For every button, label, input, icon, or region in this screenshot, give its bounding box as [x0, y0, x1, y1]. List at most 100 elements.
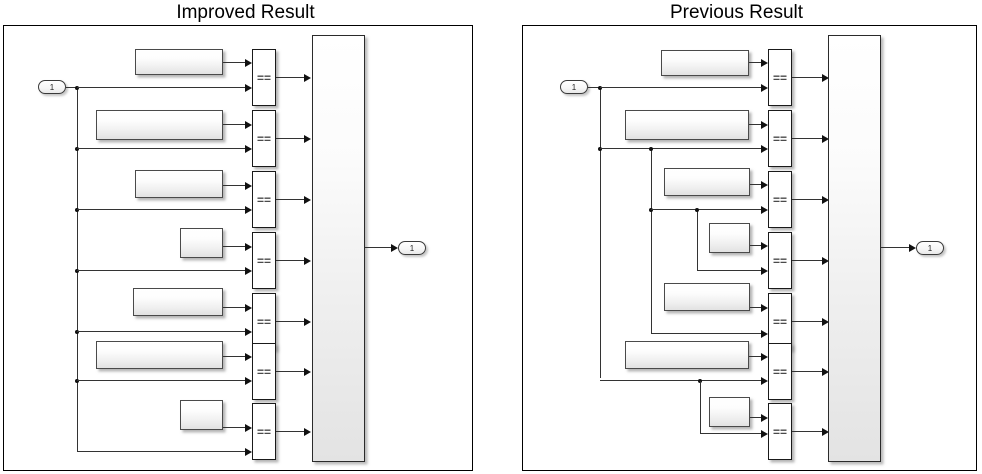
wire-block-to-compare — [223, 427, 245, 428]
panel-improved-result: Improved Result 1 — [3, 2, 473, 471]
signal-bus-a — [600, 88, 601, 378]
junction-dot-icon — [649, 147, 653, 151]
compare-block[interactable]: == — [252, 232, 276, 289]
compare-block[interactable]: == — [252, 110, 276, 167]
wire-compare-to-mux — [276, 431, 304, 432]
junction-dot-icon — [75, 208, 79, 212]
wire-bus-tap-6 — [77, 380, 245, 381]
wire-bus-tap-3 — [77, 209, 245, 210]
wire-block-to-compare — [223, 307, 245, 308]
wire-input-to-bus — [588, 87, 600, 88]
source-block[interactable] — [625, 110, 749, 140]
arrow-icon — [304, 257, 311, 265]
arrow-icon — [245, 424, 252, 432]
compare-block[interactable]: == — [768, 343, 792, 400]
arrow-icon — [822, 428, 829, 436]
wire-compare-to-mux — [792, 321, 822, 322]
output-port-1[interactable]: 1 — [398, 241, 426, 255]
arrow-icon — [761, 181, 768, 189]
compare-block[interactable]: == — [252, 293, 276, 350]
arrow-icon — [245, 377, 252, 385]
source-block[interactable] — [709, 397, 750, 427]
arrow-icon — [761, 84, 768, 92]
wire-block-to-compare — [223, 62, 245, 63]
junction-dot-icon — [75, 147, 79, 151]
source-block[interactable] — [709, 223, 750, 253]
arrow-icon — [761, 414, 768, 422]
source-block[interactable] — [133, 288, 223, 316]
wire-compare-to-mux — [792, 431, 822, 432]
output-port-label: 1 — [927, 243, 933, 253]
compare-label: == — [256, 131, 271, 146]
arrow-icon — [245, 243, 252, 251]
compare-label: == — [772, 364, 787, 379]
wire-block-to-compare — [223, 356, 245, 357]
compare-block[interactable]: == — [768, 110, 792, 167]
wire-block-to-compare — [223, 185, 245, 186]
compare-block[interactable]: == — [768, 171, 792, 228]
arrow-icon — [245, 304, 252, 312]
junction-dot-icon — [75, 330, 79, 334]
arrow-icon — [761, 430, 768, 438]
compare-block[interactable]: == — [252, 49, 276, 106]
junction-dot-icon — [75, 379, 79, 383]
input-port-1[interactable]: 1 — [38, 80, 66, 94]
wire-compare-to-mux — [276, 199, 304, 200]
compare-block[interactable]: == — [768, 232, 792, 289]
arrow-icon — [245, 59, 252, 67]
source-block[interactable] — [135, 49, 223, 75]
source-block[interactable] — [135, 170, 223, 198]
compare-block[interactable]: == — [252, 171, 276, 228]
wire-compare-to-mux — [792, 138, 822, 139]
mux-block[interactable] — [312, 35, 365, 462]
wire-bus-tap-6 — [600, 380, 761, 381]
arrow-icon — [761, 377, 768, 385]
source-block[interactable] — [625, 341, 749, 369]
arrow-icon — [822, 196, 829, 204]
source-block[interactable] — [96, 110, 223, 140]
arrow-icon — [761, 267, 768, 275]
arrow-icon — [304, 368, 311, 376]
wire-compare-to-mux — [792, 260, 822, 261]
arrow-icon — [245, 206, 252, 214]
arrow-icon — [245, 448, 252, 456]
mux-block[interactable] — [828, 35, 881, 462]
source-block[interactable] — [180, 400, 223, 430]
arrow-icon — [245, 121, 252, 129]
compare-label: == — [256, 424, 271, 439]
source-block[interactable] — [96, 341, 223, 369]
wire-compare-to-mux — [276, 138, 304, 139]
wire-block-to-compare — [750, 307, 761, 308]
arrow-icon — [391, 244, 398, 252]
compare-label: == — [772, 424, 787, 439]
compare-block[interactable]: == — [768, 293, 792, 350]
source-block[interactable] — [661, 50, 749, 76]
wire-block-to-compare — [223, 246, 245, 247]
signal-bus-d — [700, 381, 701, 434]
arrow-icon — [245, 353, 252, 361]
signal-bus-c — [697, 210, 698, 271]
arrow-icon — [822, 368, 829, 376]
compare-label: == — [772, 70, 787, 85]
compare-block[interactable]: == — [252, 343, 276, 400]
source-block[interactable] — [664, 168, 750, 196]
junction-dot-icon — [649, 208, 653, 212]
arrow-icon — [822, 135, 829, 143]
output-port-1[interactable]: 1 — [916, 241, 944, 255]
compare-block[interactable]: == — [768, 49, 792, 106]
compare-block[interactable]: == — [768, 403, 792, 460]
arrow-icon — [822, 257, 829, 265]
wire-compare-to-mux — [276, 260, 304, 261]
source-block[interactable] — [180, 228, 223, 258]
input-port-1[interactable]: 1 — [560, 80, 588, 94]
wire-compare-to-mux — [276, 77, 304, 78]
arrow-icon — [304, 318, 311, 326]
compare-label: == — [772, 192, 787, 207]
compare-block[interactable]: == — [252, 403, 276, 460]
arrow-icon — [761, 353, 768, 361]
arrow-icon — [822, 74, 829, 82]
compare-label: == — [256, 70, 271, 85]
arrow-icon — [245, 182, 252, 190]
source-block[interactable] — [664, 283, 750, 311]
